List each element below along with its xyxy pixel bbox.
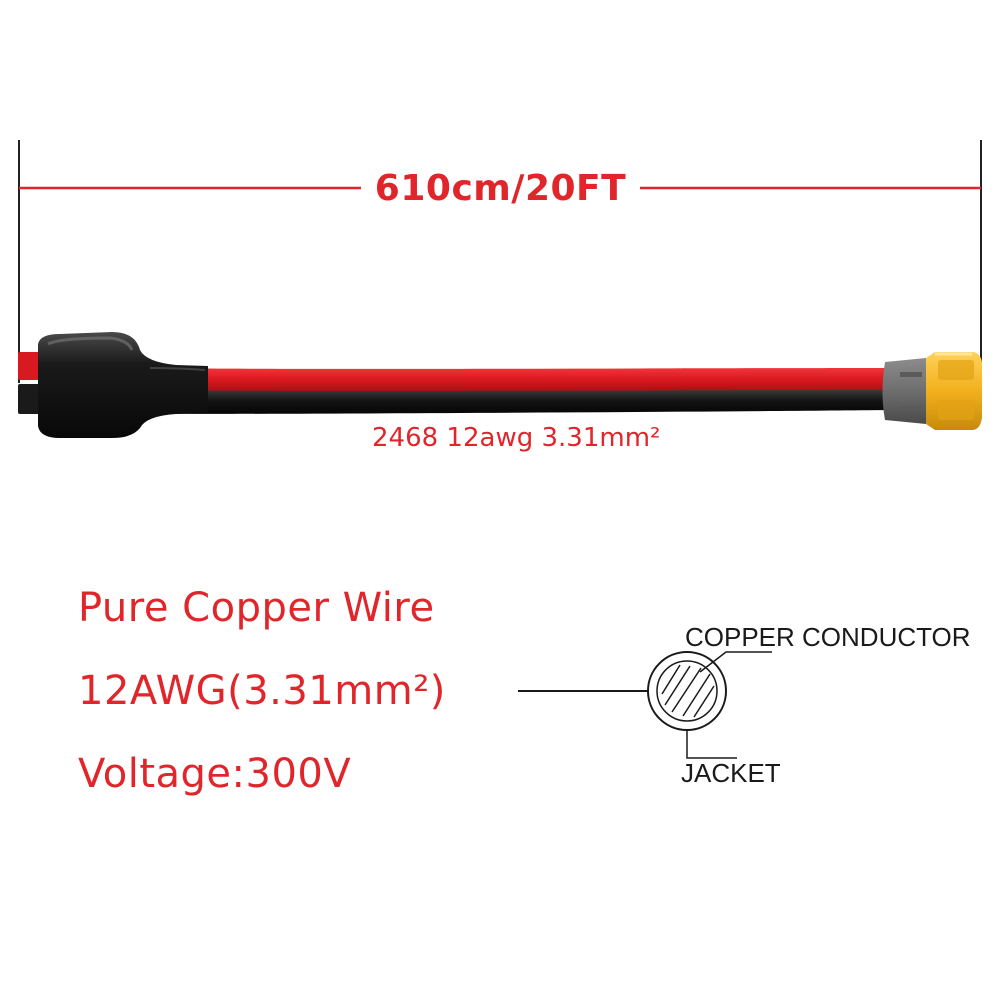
anderson-connector	[18, 332, 208, 438]
jacket-label: JACKET	[681, 758, 781, 788]
cable-spec-label: 2468 12awg 3.31mm²	[372, 423, 661, 453]
wire-cross-section	[518, 651, 772, 759]
xt60-connector	[882, 352, 982, 430]
feature-gauge: 12AWG(3.31mm²)	[78, 668, 446, 714]
cable	[150, 368, 895, 414]
feature-copper: Pure Copper Wire	[78, 585, 435, 631]
feature-voltage: Voltage:300V	[78, 751, 352, 797]
conductor-label: COPPER CONDUCTOR	[685, 622, 971, 652]
length-text: 610cm/20FT	[360, 168, 641, 209]
length-dimension-label: 610cm/20FT	[0, 168, 1001, 209]
